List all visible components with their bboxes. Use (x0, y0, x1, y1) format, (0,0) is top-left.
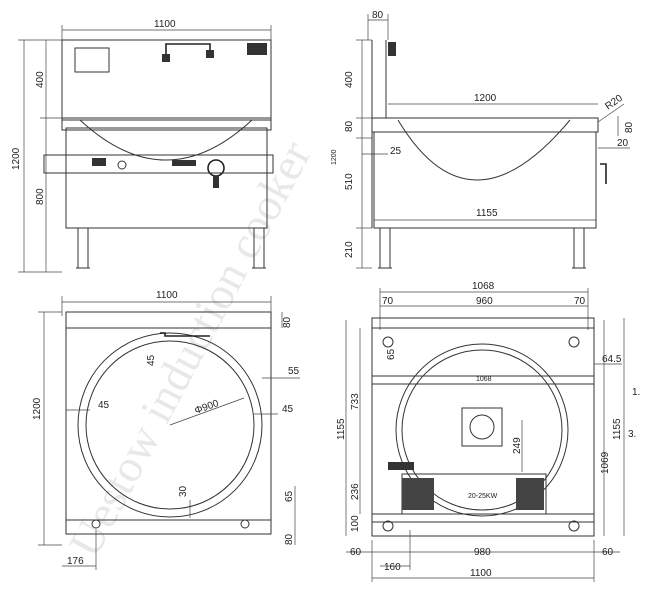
top-foot-a-label: 65 (284, 490, 295, 502)
top-gap-label: 30 (178, 485, 189, 497)
bottom-h733-label: 733 (350, 393, 361, 410)
side-view: 80 1200 R20 80 20 400 80 1200 510 210 25… (331, 10, 635, 269)
bottom-h1155-right-label: 1155 (612, 418, 623, 440)
bottom-rail-label: 1068 (476, 376, 492, 383)
side-height-d-label: 510 (344, 173, 355, 190)
front-view: 1100 1200 400 800 (11, 19, 274, 273)
bottom-view: 1068 70 960 70 1068 20-25KW 65 64.5 733 … (336, 281, 625, 582)
bottom-offset-65-label: 65 (386, 348, 397, 360)
bottom-w60-right-label: 60 (602, 547, 614, 558)
side-radius-label: R20 (603, 93, 625, 113)
top-offset-b-label: 55 (288, 366, 300, 377)
bottom-w1100-label: 1100 (470, 568, 492, 579)
top-offset-d-label: 45 (282, 404, 294, 415)
top-foot-b-label: 80 (284, 533, 295, 545)
bottom-h1069-label: 1069 (600, 451, 611, 474)
top-width-label: 1100 (156, 290, 178, 301)
top-diameter-label: Φ900 (193, 398, 220, 417)
top-offset-c-label: 45 (98, 400, 110, 411)
bottom-h100-label: 100 (350, 515, 361, 532)
bottom-d249-label: 249 (512, 437, 523, 454)
front-height-total-label: 1200 (11, 147, 22, 170)
side-height-b-label: 80 (344, 120, 355, 132)
note-3: 3. (628, 429, 636, 440)
watermark-text: Uestow induction cooker (59, 132, 321, 564)
bottom-offset-645-label: 64.5 (602, 354, 622, 365)
bottom-edge-right-label: 70 (574, 296, 586, 307)
side-inner-depth-label: 1155 (476, 208, 498, 219)
bottom-edge-left-label: 70 (382, 296, 394, 307)
bottom-w160-label: 160 (384, 562, 401, 573)
bottom-h1155-left-label: 1155 (336, 418, 347, 440)
top-offset-a-label: 45 (146, 354, 157, 366)
front-height-upper-label: 400 (35, 71, 46, 88)
side-offset-top-label: 80 (372, 10, 384, 21)
bottom-w60-left-label: 60 (350, 547, 362, 558)
side-height-a-label: 400 (344, 71, 355, 88)
top-rim-label: 80 (282, 316, 293, 328)
side-depth-label: 1200 (474, 93, 497, 104)
side-rim-label: 80 (624, 121, 635, 133)
side-height-e-label: 210 (344, 241, 355, 258)
front-width-label: 1100 (154, 19, 176, 30)
bottom-inner-width-label: 960 (476, 296, 493, 307)
side-height-c-label: 1200 (331, 149, 338, 165)
side-edge-label: 20 (617, 138, 629, 149)
top-foot-left-label: 176 (67, 556, 84, 567)
note-1: 1. (632, 387, 640, 398)
front-height-lower-label: 800 (35, 188, 46, 205)
bottom-width-top-label: 1068 (472, 281, 495, 292)
side-inset-label: 25 (390, 146, 402, 157)
bottom-h236-label: 236 (350, 483, 361, 500)
top-height-label: 1200 (32, 397, 43, 420)
bottom-w980-label: 980 (474, 547, 491, 558)
bottom-unit-label: 20-25KW (468, 493, 498, 500)
